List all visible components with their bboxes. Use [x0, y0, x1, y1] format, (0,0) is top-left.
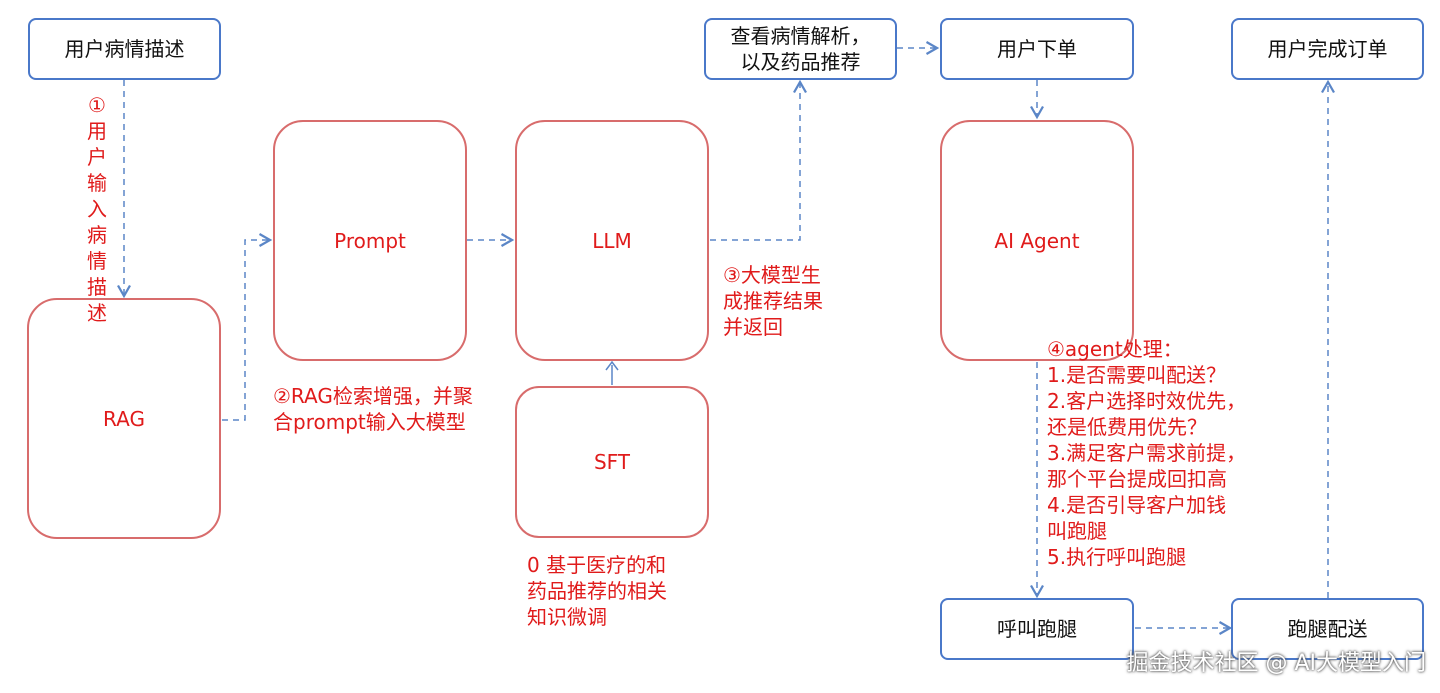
node-ai-agent-label: AI Agent: [994, 228, 1080, 253]
node-llm-label: LLM: [592, 228, 632, 253]
node-llm: LLM: [515, 120, 709, 361]
node-user-description: 用户病情描述: [28, 18, 221, 80]
node-runner-delivery-label: 跑腿配送: [1287, 617, 1368, 641]
node-runner-delivery: 跑腿配送: [1231, 598, 1424, 660]
note-step4: ④agent处理： 1.是否需要叫配送？ 2.客户选择时效优先， 还是低费用优先…: [1047, 337, 1247, 569]
node-user-order: 用户下单: [940, 18, 1134, 80]
node-call-runner-label: 呼叫跑腿: [997, 617, 1077, 641]
node-prompt-label: Prompt: [334, 228, 406, 253]
node-ai-agent: AI Agent: [940, 120, 1134, 361]
note-step0: 0 基于医疗的和 药品推荐的相关 知识微调: [527, 553, 667, 629]
node-user-complete-order-label: 用户完成订单: [1267, 37, 1388, 61]
node-view-analysis-label: 查看病情解析， 以及药品推荐: [730, 24, 871, 74]
edge-rag-to-prompt: [222, 233, 273, 421]
node-user-complete-order: 用户完成订单: [1231, 18, 1424, 80]
note-step1: ①用户输入病情描述: [87, 93, 107, 325]
node-rag: RAG: [27, 298, 221, 539]
node-sft: SFT: [515, 386, 709, 538]
edge-sft-to-llm-arrowhead: [605, 360, 619, 371]
node-user-order-label: 用户下单: [997, 37, 1077, 61]
node-user-description-label: 用户病情描述: [64, 37, 185, 61]
note-step3: ③大模型生 成推荐结果 并返回: [723, 263, 823, 339]
note-step2: ②RAG检索增强，并聚 合prompt输入大模型: [273, 384, 473, 434]
node-sft-label: SFT: [593, 450, 631, 474]
edge-llm-to-view: [710, 79, 807, 241]
node-prompt: Prompt: [273, 120, 467, 361]
watermark: 掘金技术社区 @ AI大模型入门: [1126, 651, 1426, 676]
node-view-analysis: 查看病情解析， 以及药品推荐: [704, 18, 897, 80]
node-rag-label: RAG: [103, 406, 145, 431]
node-call-runner: 呼叫跑腿: [940, 598, 1134, 660]
